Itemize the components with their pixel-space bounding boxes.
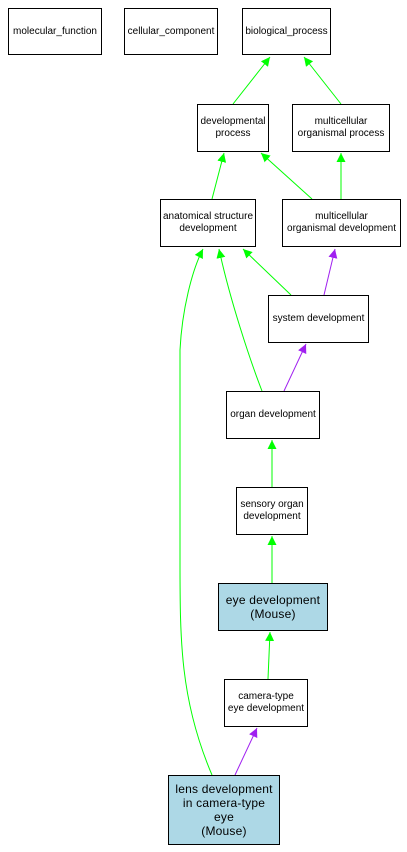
- node-label: cellular_component: [128, 26, 215, 38]
- node-eye-development[interactable]: eye development(Mouse): [218, 583, 328, 631]
- edge-part-of: [323, 248, 338, 296]
- node-molecular-function[interactable]: molecular_function: [8, 8, 102, 55]
- node-label-line: sensory organ: [240, 499, 304, 510]
- node-biological-process[interactable]: biological_process: [242, 8, 331, 55]
- edge-is-a: [179, 248, 213, 776]
- node-label-line: camera-type: [238, 691, 294, 702]
- node-organ-development[interactable]: organ development: [226, 391, 320, 439]
- node-label-line: multicellular: [315, 211, 368, 222]
- node-label-line: multicellular: [314, 116, 368, 127]
- edge-part-of: [283, 343, 307, 392]
- node-label: biological_process: [245, 26, 327, 38]
- node-label: organ development: [230, 409, 316, 421]
- node-label-line: eye development: [227, 703, 305, 714]
- node-system-development[interactable]: system development: [268, 295, 369, 343]
- edge-is-a: [232, 56, 271, 105]
- edge-is-a: [216, 248, 263, 392]
- node-label-line: (Mouse): [250, 607, 296, 621]
- node-label-line: anatomical structure: [162, 211, 254, 222]
- edge-is-a: [211, 152, 227, 200]
- edge-is-a: [303, 56, 342, 105]
- edge-is-a: [242, 248, 292, 296]
- node-label-line: biological_process: [245, 25, 328, 37]
- node-label-line: system development: [272, 313, 365, 324]
- node-label-line: eye: [214, 810, 234, 824]
- node-label-line: lens development: [175, 782, 273, 796]
- node-label-line: developmental: [200, 116, 266, 127]
- node-cellular-component[interactable]: cellular_component: [124, 8, 218, 55]
- node-label-line: process: [215, 128, 251, 139]
- node-label-line: organ development: [230, 409, 316, 420]
- node-label-line: eye development: [225, 593, 321, 607]
- node-label-line: cellular_component: [127, 25, 215, 37]
- node-label: eye development(Mouse): [226, 593, 320, 621]
- node-label-line: development: [243, 511, 301, 522]
- edge-is-a: [265, 631, 275, 680]
- node-label-line: organismal process: [297, 128, 385, 139]
- node-label-line: (Mouse): [201, 824, 247, 838]
- node-label-line: in camera-type: [182, 796, 266, 810]
- node-label-line: development: [179, 223, 237, 234]
- node-label-line: organismal development: [287, 223, 396, 234]
- node-label-line: molecular_function: [13, 25, 97, 37]
- edge-part-of: [234, 727, 258, 776]
- node-label: system development: [273, 313, 365, 325]
- node-label: molecular_function: [13, 26, 97, 38]
- edge-is-a: [260, 152, 313, 200]
